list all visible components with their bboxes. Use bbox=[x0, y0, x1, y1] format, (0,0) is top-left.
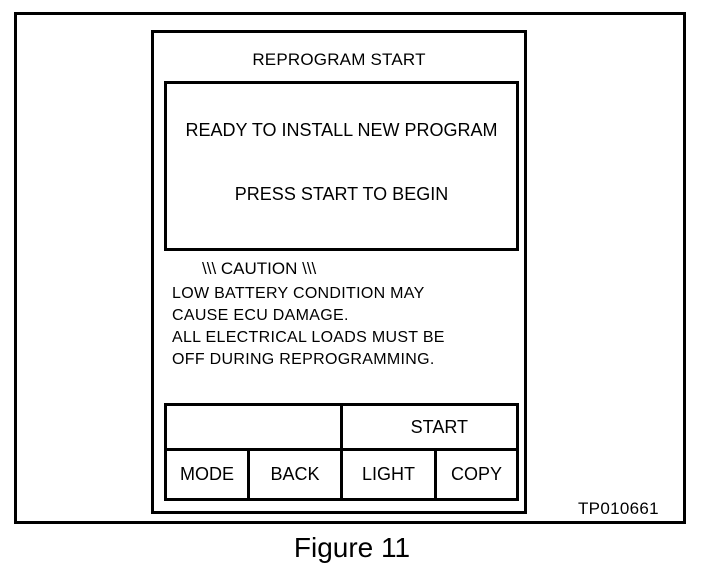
caution-line: OFF DURING REPROGRAMMING. bbox=[172, 351, 435, 368]
caution-line: ALL ELECTRICAL LOADS MUST BE bbox=[172, 329, 445, 346]
caution-line: CAUSE ECU DAMAGE. bbox=[172, 307, 349, 324]
caution-heading: \\\ CAUTION \\\ bbox=[202, 259, 317, 278]
light-button[interactable]: LIGHT bbox=[343, 451, 437, 498]
message-box: READY TO INSTALL NEW PROGRAM PRESS START… bbox=[164, 81, 519, 251]
figure-caption: Figure 11 bbox=[293, 532, 411, 563]
back-button[interactable]: BACK bbox=[250, 451, 343, 498]
message-press-start-text: PRESS START TO BEGIN bbox=[234, 184, 449, 204]
caution-line: LOW BATTERY CONDITION MAY bbox=[172, 285, 425, 302]
figure-code: TP010661 bbox=[578, 499, 659, 518]
copy-button[interactable]: COPY bbox=[450, 464, 502, 484]
message-ready-text: READY TO INSTALL NEW PROGRAM bbox=[185, 120, 498, 140]
button-panel: START MODE BACK LIGHT COPY bbox=[164, 403, 519, 501]
figure-frame bbox=[14, 12, 686, 524]
mode-button[interactable]: MODE bbox=[167, 451, 250, 498]
start-button[interactable]: START bbox=[343, 406, 516, 451]
device-screen: REPROGRAM START READY TO INSTALL NEW PRO… bbox=[151, 30, 527, 514]
blank-button[interactable] bbox=[167, 406, 343, 451]
screen-title: REPROGRAM START bbox=[252, 50, 426, 69]
caution-text: LOW BATTERY CONDITION MAY CAUSE ECU DAMA… bbox=[172, 283, 445, 371]
